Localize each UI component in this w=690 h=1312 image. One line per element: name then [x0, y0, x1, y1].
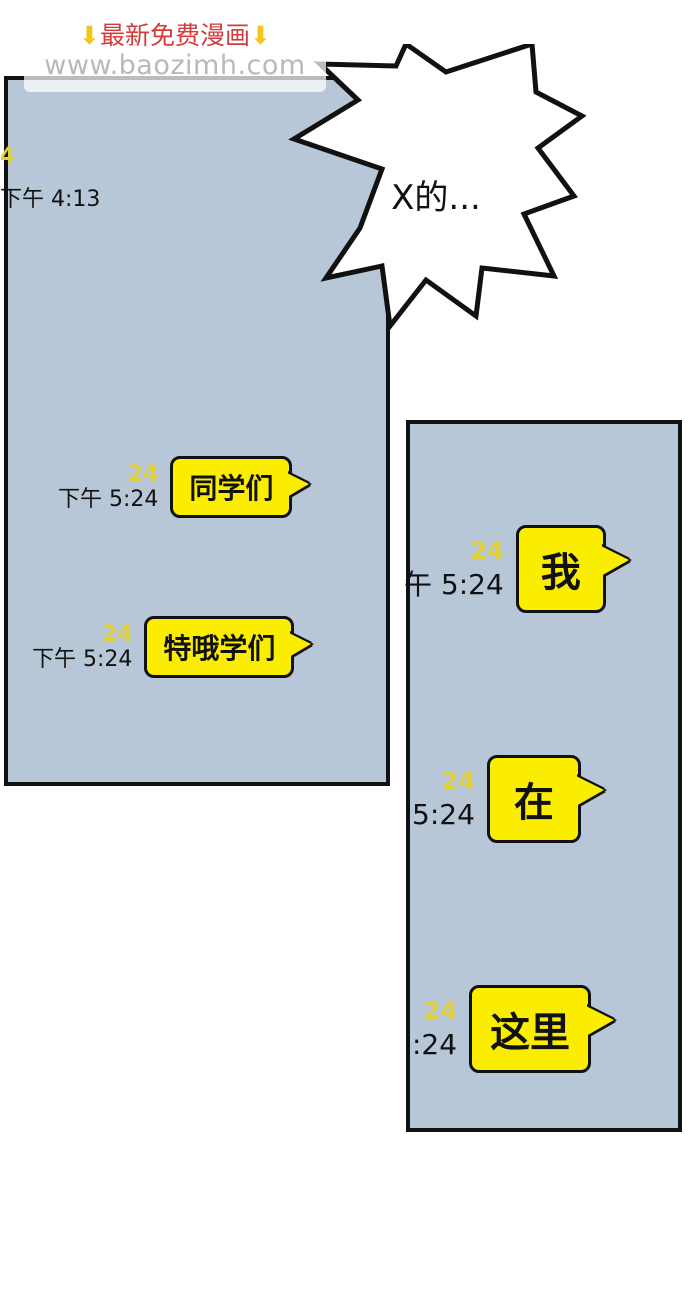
message-timestamp: 下午 4:13	[0, 187, 101, 212]
message-bubble: 在	[486, 755, 581, 843]
message-bubble: 同学们	[170, 456, 293, 518]
unread-count: 24	[101, 621, 133, 647]
message-timestamp: 下午 5:24	[58, 487, 159, 512]
watermark-line-1: ⬇最新免费漫画⬇	[24, 16, 326, 52]
speech-balloon-shape	[288, 44, 586, 333]
message-timestamp: 5:24	[412, 797, 475, 831]
chat-row: 24 午 5:24 我	[404, 525, 606, 613]
unread-count: 24	[470, 536, 504, 565]
chat-row: 24 5:24 在	[412, 755, 581, 843]
message-meta: 24 下午 5:24	[32, 623, 132, 671]
chat-row: 4 下午 4:13	[0, 144, 100, 213]
message-meta: 24 午 5:24	[404, 536, 504, 601]
unread-count: 24	[127, 461, 159, 487]
pointing-down-hand-icon: ⬇	[250, 21, 271, 50]
chat-row: 24 :24 这里	[412, 985, 592, 1073]
watermark-text: 最新免费漫画	[99, 21, 250, 50]
unread-count: 24	[441, 766, 475, 795]
message-timestamp: 下午 5:24	[32, 647, 133, 672]
message-bubble: 这里	[469, 985, 592, 1073]
chat-row: 24 下午 5:24 同学们	[58, 456, 293, 518]
unread-count: 4	[0, 144, 16, 169]
pointing-down-hand-icon: ⬇	[79, 21, 100, 50]
message-meta: 24 :24	[412, 996, 458, 1061]
unread-count: 24	[423, 996, 458, 1025]
message-timestamp: 午 5:24	[404, 567, 504, 601]
message-bubble: 我	[515, 525, 606, 613]
message-bubble: 特哦学们	[144, 616, 295, 678]
chat-row: 24 下午 5:24 特哦学们	[32, 616, 295, 678]
message-timestamp: :24	[412, 1027, 458, 1061]
message-meta: 24 5:24	[412, 766, 475, 831]
message-meta: 24 下午 5:24	[58, 463, 158, 511]
